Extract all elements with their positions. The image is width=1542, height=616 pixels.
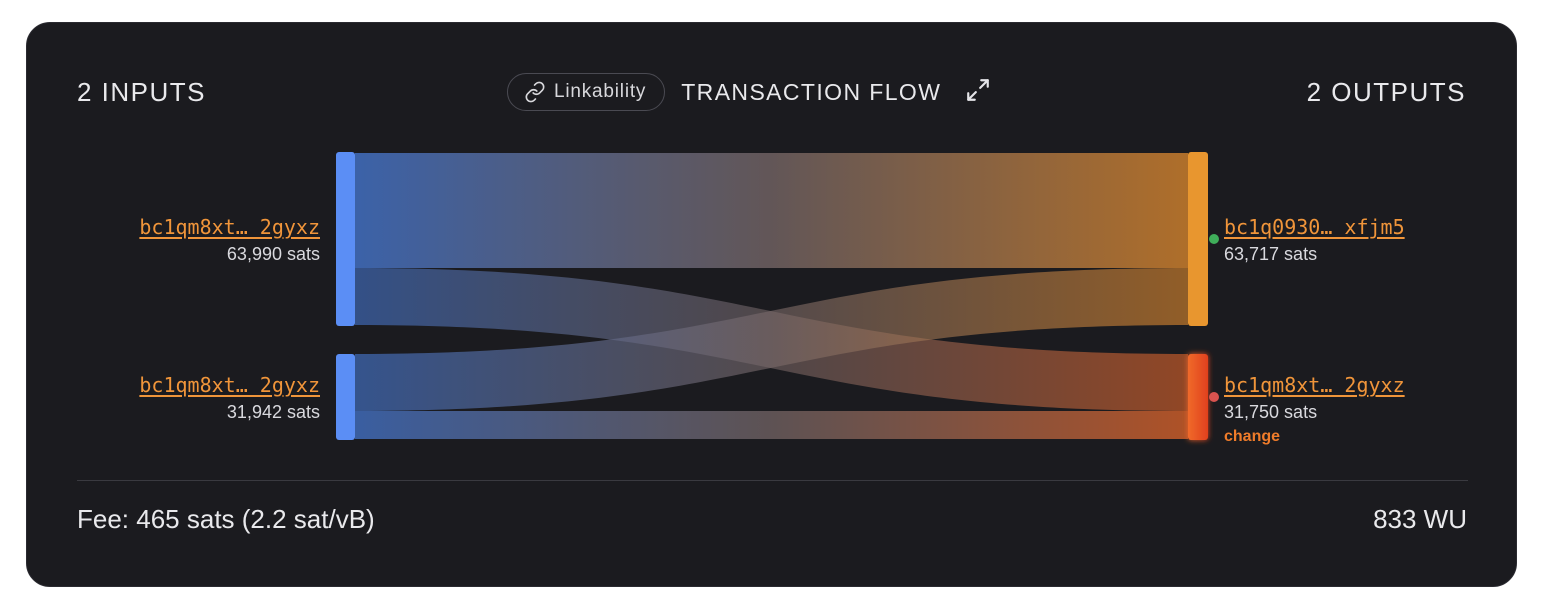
output-2-address-link[interactable]: bc1qm8xt… 2gyxz <box>1224 373 1405 397</box>
linkability-label: Linkability <box>554 81 647 102</box>
input-1-amount: 63,990 sats <box>226 244 320 264</box>
fee-summary: Fee: 465 sats (2.2 sat/vB) <box>77 504 375 534</box>
flow-header: Linkability TRANSACTION FLOW <box>507 72 993 112</box>
weight-summary: 833 WU <box>1373 504 1467 534</box>
inputs-count: 2 INPUTS <box>77 77 207 107</box>
link-icon <box>524 81 546 103</box>
expand-button[interactable] <box>963 77 993 107</box>
output-2-amount: 31,750 sats <box>1224 402 1318 422</box>
outputs-count: 2 OUTPUTS <box>1306 77 1466 107</box>
input-1-address-link[interactable]: bc1qm8xt… 2gyxz <box>139 215 320 239</box>
footer-divider <box>77 480 1468 481</box>
input-2-amount: 31,942 sats <box>226 402 320 422</box>
change-badge: change <box>1224 428 1281 445</box>
linkability-button[interactable]: Linkability <box>507 73 666 111</box>
input-2-address-link[interactable]: bc1qm8xt… 2gyxz <box>139 373 320 397</box>
page-title: TRANSACTION FLOW <box>681 78 942 105</box>
output-1-amount: 63,717 sats <box>1224 244 1318 264</box>
expand-icon <box>965 77 991 108</box>
output-1-address-link[interactable]: bc1q0930… xfjm5 <box>1224 215 1405 239</box>
